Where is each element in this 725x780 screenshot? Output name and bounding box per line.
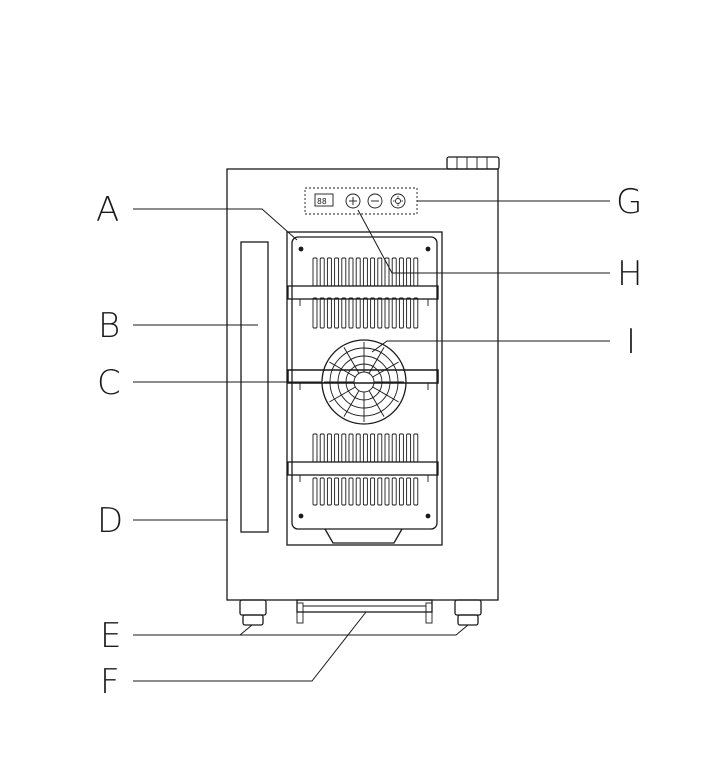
rib (377, 433, 383, 463)
rib (312, 297, 318, 329)
rib (362, 433, 368, 463)
rib (398, 257, 404, 287)
shelf (287, 285, 439, 300)
rib (319, 257, 325, 287)
label-c: C (97, 363, 121, 403)
rib (406, 257, 412, 287)
callout-labels: A B C D E F G H I (96, 182, 643, 702)
back-wall-ribs (312, 257, 419, 506)
rib (362, 257, 368, 287)
rib (362, 477, 368, 506)
rib (370, 297, 376, 329)
rib (319, 477, 325, 506)
label-b: B (98, 306, 120, 346)
rib (377, 477, 383, 506)
rib (326, 433, 332, 463)
rib (362, 297, 368, 329)
rib (312, 433, 318, 463)
rib (384, 433, 390, 463)
rib (413, 477, 419, 506)
rib (406, 297, 412, 329)
door-handle (240, 241, 269, 533)
rib (413, 433, 419, 463)
fan-spoke (343, 390, 360, 417)
rib (384, 257, 390, 287)
rib (341, 477, 347, 506)
label-a: A (96, 190, 119, 230)
label-f: F (100, 662, 120, 702)
rib (334, 257, 340, 287)
rib (391, 433, 397, 463)
rib (370, 257, 376, 287)
rib (406, 477, 412, 506)
rib (377, 297, 383, 329)
fan-ring (353, 371, 375, 393)
rib (355, 433, 361, 463)
bottom-tray (324, 528, 403, 544)
base-drawer (296, 599, 433, 624)
fan (287, 339, 439, 425)
plus-icon (345, 193, 361, 209)
label-e: E (100, 616, 121, 656)
fan-spoke (368, 390, 385, 417)
minus-icon (367, 193, 383, 209)
light-icon (390, 193, 406, 209)
rib (355, 297, 361, 329)
rib (391, 297, 397, 329)
rib (348, 433, 354, 463)
rib (413, 257, 419, 287)
rib (355, 477, 361, 506)
rib (398, 433, 404, 463)
label-i: I (626, 322, 636, 362)
rib (370, 433, 376, 463)
fan-spoke (343, 347, 360, 374)
rib (391, 477, 397, 506)
screws (298, 246, 431, 519)
rib (341, 433, 347, 463)
temperature-display: 88 (317, 197, 327, 206)
label-d: D (97, 501, 123, 541)
rib (377, 257, 383, 287)
label-g: G (616, 182, 642, 222)
rib (398, 477, 404, 506)
shelf (287, 461, 439, 476)
display-box (314, 193, 334, 207)
rib (355, 257, 361, 287)
rib (398, 297, 404, 329)
rib (319, 433, 325, 463)
rib (326, 477, 332, 506)
rib (348, 257, 354, 287)
rib (319, 297, 325, 329)
rib (334, 297, 340, 329)
leader-lines (133, 200, 610, 682)
fan-spoke (368, 347, 385, 374)
shelf (287, 369, 439, 384)
rib (326, 257, 332, 287)
fan-spoke (329, 386, 356, 403)
rib (370, 477, 376, 506)
fan-spoke (372, 386, 399, 403)
rib (348, 297, 354, 329)
rib (413, 297, 419, 329)
control-panel: 88 (304, 187, 418, 215)
glass-door (286, 231, 443, 546)
top-hinge (446, 156, 500, 170)
rib (334, 433, 340, 463)
rib (406, 433, 412, 463)
rib (348, 477, 354, 506)
rib (341, 257, 347, 287)
rib (326, 297, 332, 329)
rib (391, 257, 397, 287)
rib (384, 297, 390, 329)
label-h: H (617, 254, 643, 294)
rib (312, 257, 318, 287)
rib (334, 477, 340, 506)
rib (341, 297, 347, 329)
rib (384, 477, 390, 506)
rib (312, 477, 318, 506)
